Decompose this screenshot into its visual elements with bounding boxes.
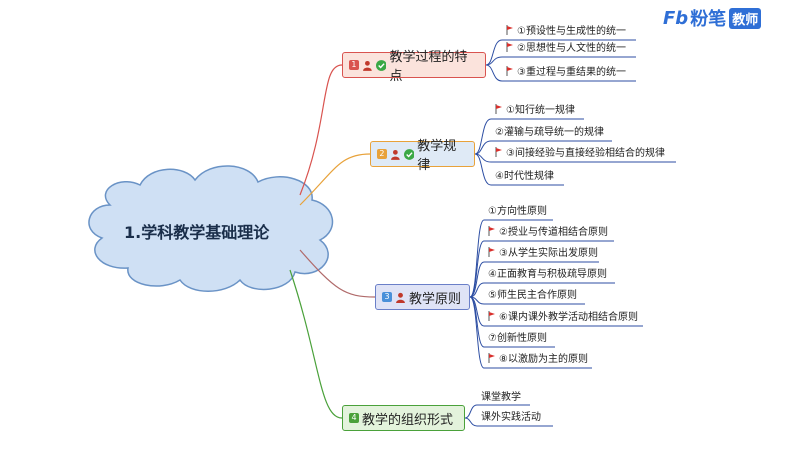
flag-icon (495, 104, 502, 114)
branch-title: 教学规律 (417, 139, 457, 173)
leaf-item[interactable]: ③从学生实际出发原则 (488, 247, 598, 261)
branch-line-3 (299, 249, 376, 298)
flag-icon (488, 247, 495, 257)
branch-title: 教学的组织形式 (362, 412, 454, 428)
leaf-item[interactable]: ④正面教育与积极疏导原则 (488, 269, 607, 280)
logo-tag: 教师 (729, 7, 762, 29)
priority-1-icon: 1 (349, 60, 359, 70)
leaf-item[interactable]: ②授业与传道相结合原则 (488, 226, 608, 240)
leaf-item[interactable]: ②思想性与人文性的统一 (506, 42, 626, 56)
flag-icon (488, 353, 495, 363)
logo-mark: Fb (663, 7, 689, 29)
branch-node-1[interactable]: 1 教学过程的特点 (342, 50, 486, 84)
branch-title: 教学过程的特点 (389, 50, 468, 84)
flag-icon (488, 311, 495, 321)
leaf-item[interactable]: 课堂教学 (481, 392, 521, 403)
priority-4-icon: 4 (349, 413, 359, 423)
branch-line-2 (299, 153, 371, 206)
flag-icon (488, 226, 495, 236)
branch-node-2[interactable]: 2 教学规律 (370, 139, 475, 173)
logo-brand: 粉笔 (690, 9, 727, 30)
priority-3-icon: 3 (382, 292, 392, 302)
leaf-item[interactable]: ⑤师生民主合作原则 (488, 290, 577, 301)
branch-1-connectors (485, 39, 636, 82)
flag-icon (495, 147, 502, 157)
branch-2-connectors (474, 118, 676, 186)
flag-icon (506, 42, 513, 52)
brand-logo: Fb 粉笔 教师 (663, 6, 762, 30)
leaf-item[interactable]: ①预设性与生成性的统一 (506, 25, 626, 39)
leaf-item[interactable]: ③重过程与重结果的统一 (506, 66, 626, 80)
branch-node-3[interactable]: 3 教学原则 (375, 284, 470, 310)
person-icon (362, 60, 372, 71)
branch-line-4 (289, 269, 343, 419)
leaf-item[interactable]: ⑦创新性原则 (488, 333, 547, 344)
branch-node-4[interactable]: 4 教学的组织形式 (342, 405, 465, 431)
leaf-item[interactable]: ⑧以激励为主的原则 (488, 353, 588, 367)
person-icon (390, 149, 400, 160)
leaf-item[interactable]: ③间接经验与直接经验相结合的规律 (495, 147, 665, 161)
leaf-item[interactable]: ①知行统一规律 (495, 104, 575, 118)
flag-icon (506, 66, 513, 76)
branch-line-1 (299, 64, 343, 196)
leaf-item[interactable]: ②灌输与疏导统一的规律 (495, 127, 604, 138)
root-cloud (88, 165, 334, 292)
person-icon (396, 292, 405, 303)
root-title: 1.学科教学基础理论 (124, 223, 270, 242)
leaf-item[interactable]: ①方向性原则 (488, 206, 547, 217)
leaf-item[interactable]: ⑥课内课外教学活动相结合原则 (488, 311, 638, 325)
branch-3-connectors (469, 219, 643, 369)
branch-4-connectors (464, 404, 553, 427)
check-icon (403, 148, 415, 160)
leaf-item[interactable]: 课外实践活动 (481, 412, 541, 423)
leaf-item[interactable]: ④时代性规律 (495, 171, 554, 182)
flag-icon (506, 25, 513, 35)
priority-2-icon: 2 (377, 149, 387, 159)
branch-title: 教学原则 (409, 291, 462, 307)
check-icon (375, 59, 387, 71)
